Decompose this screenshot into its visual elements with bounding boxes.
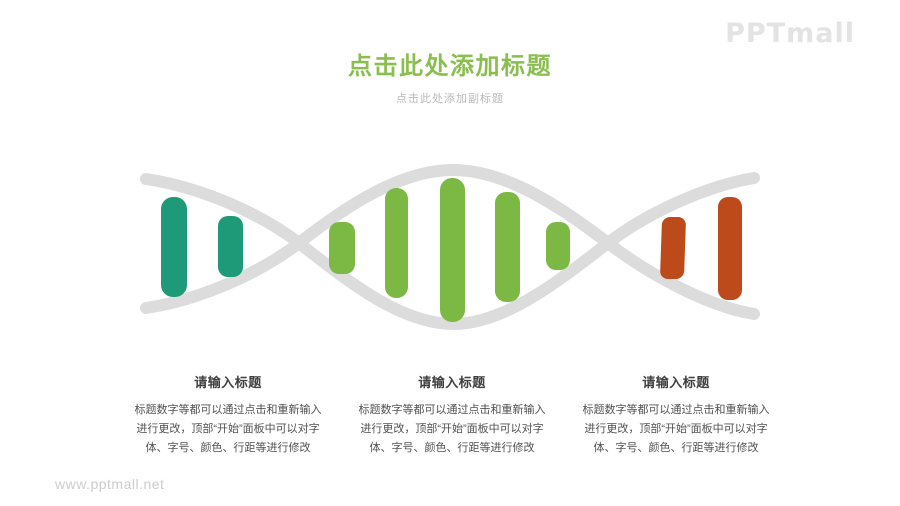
dna-bar-green-5 — [546, 222, 570, 270]
dna-strand-lower — [140, 172, 760, 331]
text-columns: 请输入标题 标题数字等都可以通过点击和重新输入进行更改，顶部“开始”面板中可以对… — [0, 372, 900, 458]
column-3: 请输入标题 标题数字等都可以通过点击和重新输入进行更改，顶部“开始”面板中可以对… — [576, 372, 776, 458]
column-1-title: 请输入标题 — [194, 375, 262, 390]
dna-bar-rust-2 — [718, 197, 742, 300]
dna-bar-green-4 — [495, 192, 520, 302]
column-2-body: 标题数字等都可以通过点击和重新输入进行更改，顶部“开始”面板中可以对字体、字号、… — [358, 404, 546, 454]
dna-bar-rust-1 — [660, 217, 686, 279]
column-1-body: 标题数字等都可以通过点击和重新输入进行更改，顶部“开始”面板中可以对字体、字号、… — [134, 404, 322, 454]
page-title: 点击此处添加标题 — [348, 53, 552, 80]
column-3-title: 请输入标题 — [642, 375, 710, 390]
column-2: 请输入标题 标题数字等都可以通过点击和重新输入进行更改，顶部“开始”面板中可以对… — [352, 372, 552, 458]
column-2-title: 请输入标题 — [418, 375, 486, 390]
page-subtitle: 点击此处添加副标题 — [396, 93, 504, 105]
dna-bar-green-1 — [329, 222, 355, 274]
watermark-url: www.pptmall.net — [55, 476, 165, 492]
dna-bar-teal-2 — [218, 216, 243, 277]
dna-bar-teal-1 — [161, 197, 187, 297]
column-3-body: 标题数字等都可以通过点击和重新输入进行更改，顶部“开始”面板中可以对字体、字号、… — [582, 404, 770, 454]
dna-strand-upper — [140, 163, 760, 320]
pptmall-logo: PPTmall — [725, 18, 855, 49]
header: 点击此处添加标题 点击此处添加副标题 — [0, 46, 900, 106]
dna-bar-green-3 — [440, 178, 465, 322]
dna-bar-green-2 — [385, 188, 408, 298]
column-1: 请输入标题 标题数字等都可以通过点击和重新输入进行更改，顶部“开始”面板中可以对… — [128, 372, 328, 458]
dna-helix-graphic — [140, 163, 760, 331]
